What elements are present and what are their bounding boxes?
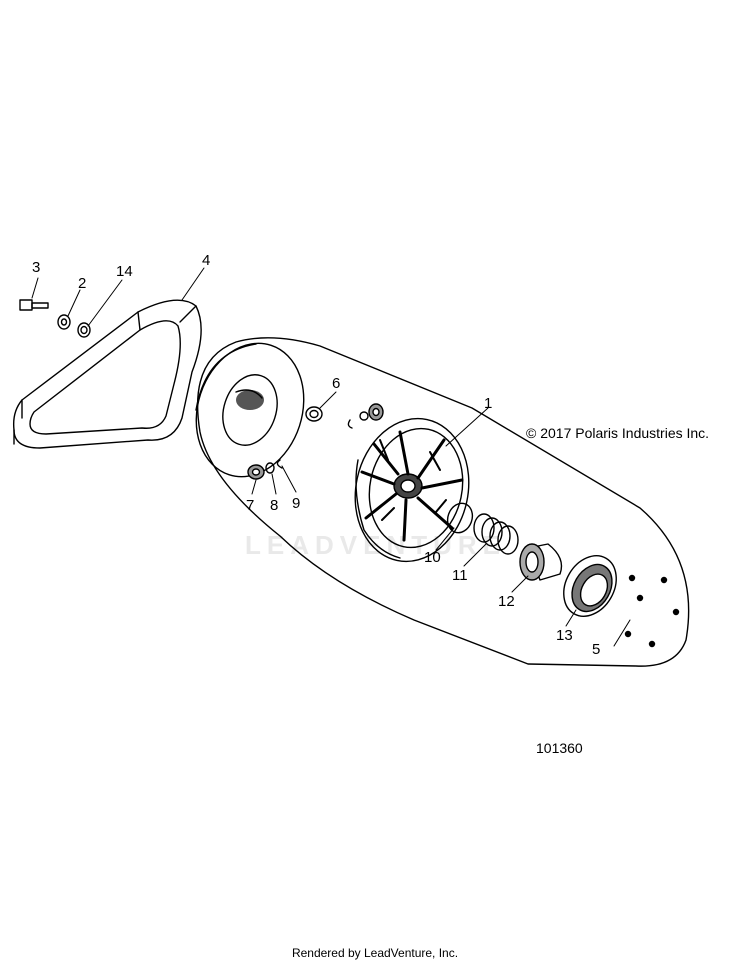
screws-5	[624, 574, 680, 648]
spring-11	[473, 513, 519, 555]
figure-number: 101360	[536, 740, 583, 756]
bushing-12	[519, 543, 563, 581]
seal-plate-13	[563, 555, 617, 617]
clutch-cover	[195, 337, 690, 667]
callout-13: 13	[556, 627, 573, 644]
footer-credit: Rendered by LeadVenture, Inc.	[291, 946, 459, 960]
washer-14	[77, 322, 91, 338]
callout-7: 7	[246, 497, 255, 514]
callout-3: 3	[32, 259, 41, 276]
callout-11: 11	[452, 567, 468, 584]
callout-6: 6	[332, 375, 341, 392]
callout-1: 1	[484, 395, 493, 412]
callout-5: 5	[592, 641, 601, 658]
callout-14: 14	[116, 263, 133, 280]
callout-9: 9	[292, 495, 301, 512]
driven-sheave	[354, 417, 470, 563]
washer-2	[57, 314, 71, 330]
callout-2: 2	[78, 275, 87, 292]
watermark: LEADVENTURE	[245, 530, 507, 560]
callout-4: 4	[202, 252, 211, 269]
drive-belt	[12, 299, 202, 449]
copyright-notice: © 2017 Polaris Industries Inc.	[526, 425, 710, 441]
fasteners-6	[305, 403, 384, 429]
leader-lines	[31, 267, 631, 647]
callout-10: 10	[424, 549, 441, 566]
o-ring-10	[446, 502, 474, 534]
callout-8: 8	[270, 497, 279, 514]
bolt-3	[19, 299, 49, 311]
callout-12: 12	[498, 593, 515, 610]
washers-7-8-9	[247, 459, 283, 480]
